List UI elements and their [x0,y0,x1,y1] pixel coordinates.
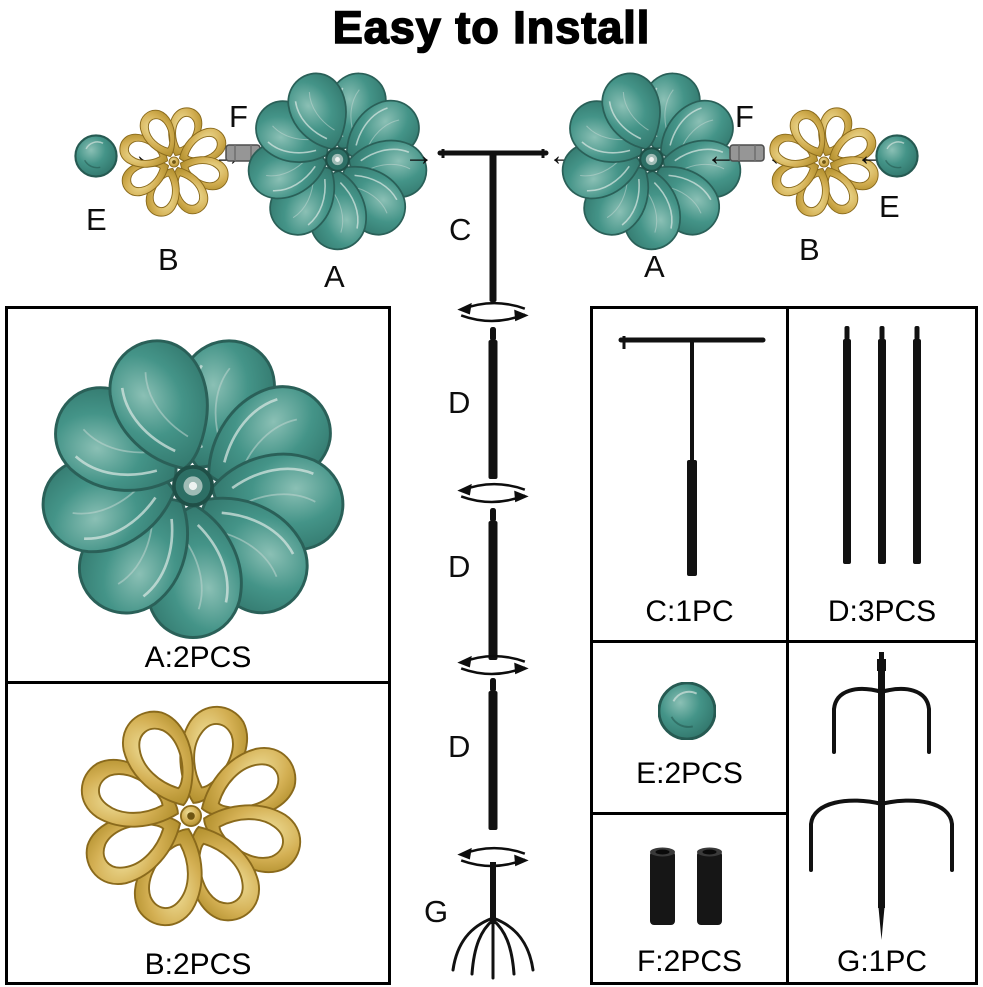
teal-pinwheel-large-icon [37,330,349,642]
part-label-b: B:2PCS [144,948,252,981]
rotation-arrows-icon [449,481,537,508]
ground-stake-part-icon [794,652,970,948]
rotation-arrows-icon [449,300,537,327]
part-label-d: D:3PCS [827,595,937,628]
part-label-c: C:1PC [645,595,734,628]
t-pole-part-icon [617,330,767,582]
label-c: C [449,212,472,247]
ground-stake-assembly-icon [437,862,549,986]
arrow-right-icon: → [404,139,434,172]
label-e-right: E [879,189,900,224]
cap-e-right-icon [875,134,919,178]
label-b-right: B [799,232,820,267]
label-d1: D [448,385,471,420]
cap-e-left-icon [74,134,118,178]
page-title: Easy to Install [332,1,651,54]
part-label-g: G:1PC [836,945,928,978]
teal-pinwheel-left-icon [245,67,430,252]
pole-segment-d3-icon [485,678,501,830]
pole-rods-icon [827,326,939,576]
label-a-right: A [644,249,665,284]
part-label-f: F:2PCS [636,945,743,978]
pole-segment-d1-icon [485,327,501,479]
part-label-a: A:2PCS [144,641,252,674]
label-b-left: B [158,242,179,277]
t-pole-top-icon [437,138,549,302]
label-f-left: F [229,99,248,134]
label-g: G [424,894,449,929]
label-d2: D [448,549,471,584]
pole-segment-d2-icon [485,508,501,660]
label-e-left: E [86,202,107,237]
rotation-arrows-icon [449,653,537,680]
label-a-left: A [324,259,345,294]
label-f-right: F [735,99,754,134]
gold-pinwheel-large-icon [72,697,310,935]
connector-tube-right-icon [727,143,767,163]
part-label-e: E:2PCS [636,757,743,790]
connector-tubes-part-icon [644,843,734,931]
label-d3: D [448,729,471,764]
cap-part-icon [658,682,716,740]
